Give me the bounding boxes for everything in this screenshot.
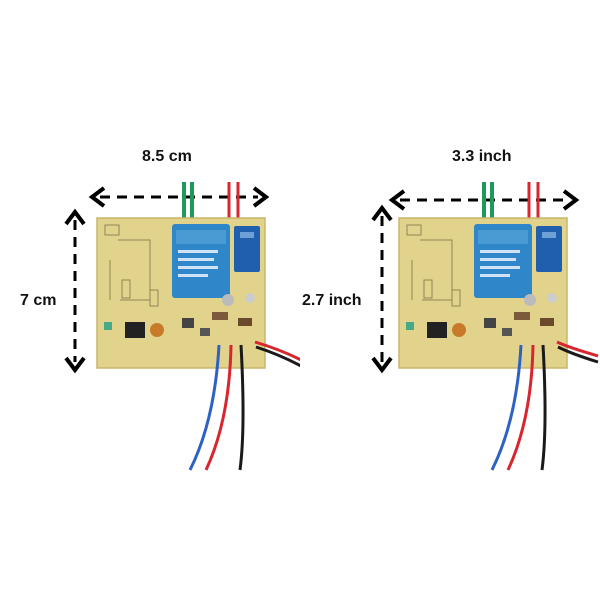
inductor [150, 323, 164, 337]
board-panel-cm: 8.5 cm 7 cm [20, 148, 300, 471]
side-wires [556, 340, 599, 364]
board-panel-inch: 3.3 inch 2.7 inch [300, 0, 600, 600]
side-wires [254, 340, 300, 368]
height-dimension-arrow [371, 204, 393, 374]
width-dimension-arrow [88, 186, 270, 208]
height-label: 7 cm [20, 292, 57, 309]
relay-small [536, 226, 562, 272]
height-dimension-arrow [64, 208, 86, 374]
relay-small [234, 226, 260, 272]
pcb-photo [64, 182, 300, 471]
height-label: 2.7 inch [302, 292, 362, 309]
bottom-wires [188, 344, 245, 471]
pcb-photo [371, 182, 599, 471]
ic-chip [427, 322, 447, 338]
bottom-wires [490, 344, 547, 471]
width-label: 8.5 cm [142, 148, 192, 165]
width-dimension-arrow [388, 189, 580, 211]
relay-large [474, 224, 532, 298]
inductor [452, 323, 466, 337]
relay-large [172, 224, 230, 298]
ic-chip [125, 322, 145, 338]
width-label: 3.3 inch [452, 148, 512, 165]
